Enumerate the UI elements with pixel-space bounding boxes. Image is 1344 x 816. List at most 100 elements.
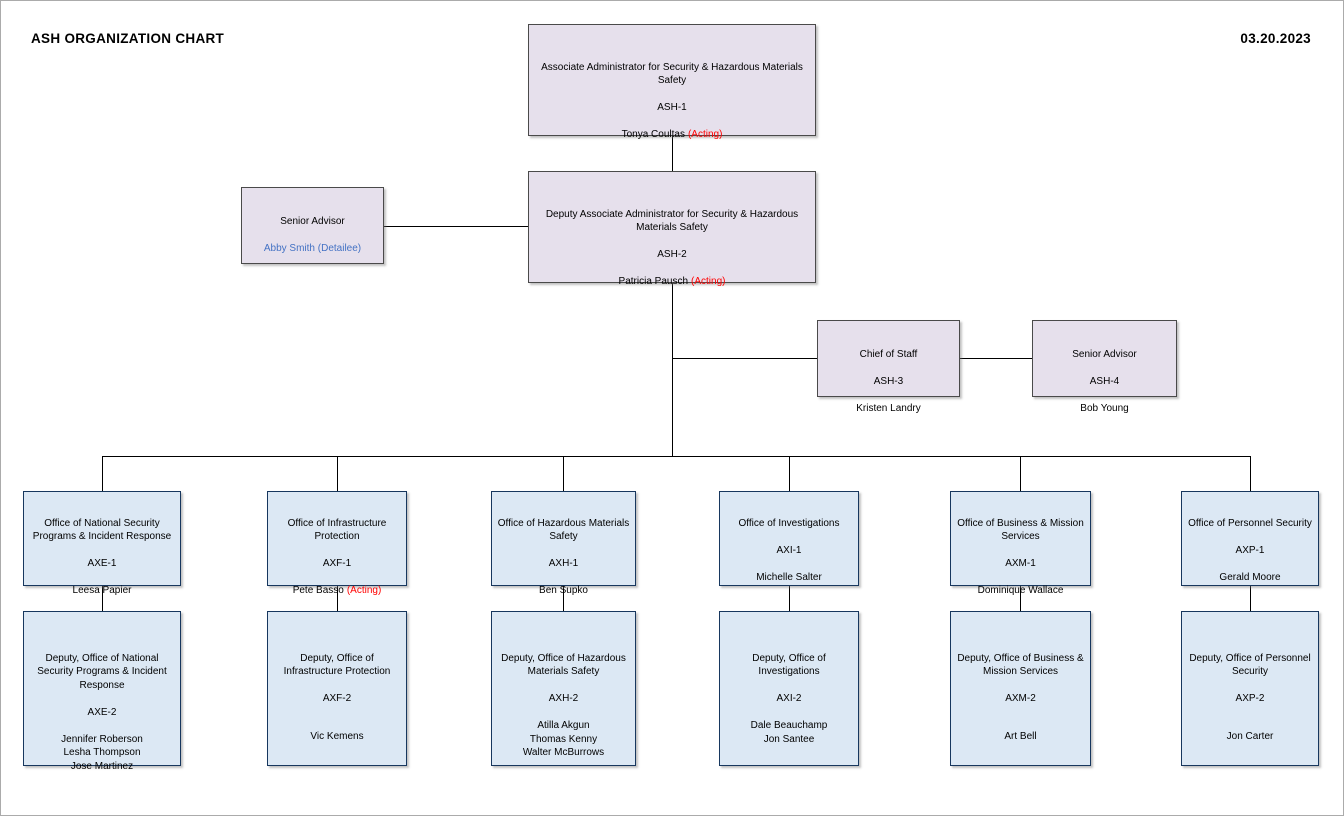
node-title-text: Deputy, Office of Business & Mission Ser…: [957, 652, 1084, 678]
connector-line: [102, 456, 1250, 457]
node-people: Leesa Papier: [28, 584, 176, 598]
connector-line: [672, 358, 817, 359]
node-people: Dale Beauchamp Jon Santee: [724, 719, 854, 746]
person-name: Leesa Papier: [72, 585, 132, 596]
node-code: AXE-1: [87, 558, 117, 569]
node-title: Senior Advisor ASH-4: [1038, 334, 1171, 402]
node-axf-1: Office of Infrastructure Protection AXF-…: [267, 491, 407, 596]
node-title: Deputy, Office of Investigations AXI-2: [724, 638, 854, 719]
connector-line: [1250, 456, 1251, 491]
person-name: Dale Beauchamp Jon Santee: [750, 720, 828, 745]
node-people: Bob Young: [1038, 402, 1171, 416]
person-name: Jon Carter: [1226, 730, 1274, 742]
connector-line: [960, 358, 1032, 359]
person-name: Michelle Salter: [756, 571, 822, 583]
node-title-text: Deputy, Office of Investigations: [752, 652, 826, 678]
node-title: Office of Personnel Security AXP-1: [1186, 503, 1314, 571]
node-ash-1: Associate Administrator for Security & H…: [528, 24, 816, 140]
node-axf-2: Deputy, Office of Infrastructure Protect…: [267, 611, 407, 766]
node-title-text: Office of Hazardous Materials Safety: [497, 517, 630, 543]
connector-line: [384, 226, 528, 227]
node-people: Kristen Landry: [823, 402, 954, 416]
node-title-text: Deputy, Office of Infrastructure Protect…: [283, 652, 391, 678]
node-axe-2: Deputy, Office of National Security Prog…: [23, 611, 181, 772]
node-title: Office of Infrastructure Protection AXF-…: [272, 503, 402, 584]
node-axi-2: Deputy, Office of Investigations AXI-2 D…: [719, 611, 859, 766]
person-name: Atilla Akgun Thomas Kenny Walter McBurro…: [522, 720, 605, 758]
node-people: Vic Kemens: [272, 730, 402, 744]
node-code: AXM-1: [1005, 558, 1036, 569]
node-people: Pete Basso(Acting): [272, 584, 402, 598]
node-title-text: Office of Infrastructure Protection: [287, 517, 387, 543]
node-people: Abby Smith (Detailee): [247, 242, 378, 256]
node-code: AXI-1: [776, 544, 802, 556]
node-title: Office of National Security Programs & I…: [28, 503, 176, 584]
node-axh-2: Deputy, Office of Hazardous Materials Sa…: [491, 611, 636, 766]
connector-line: [672, 283, 673, 457]
node-code: AXM-2: [1005, 693, 1036, 704]
node-title: Deputy, Office of Hazardous Materials Sa…: [496, 638, 631, 719]
person-name: Gerald Moore: [1219, 571, 1281, 583]
node-axh-1: Office of Hazardous Materials Safety AXH…: [491, 491, 636, 596]
node-title: Associate Administrator for Security & H…: [539, 47, 805, 128]
node-title-text: Senior Advisor: [1072, 348, 1137, 360]
page-title: ASH ORGANIZATION CHART: [31, 31, 225, 46]
node-title-text: Deputy Associate Administrator for Secur…: [545, 208, 799, 234]
node-code: AXH-2: [548, 693, 579, 704]
connector-line: [789, 586, 790, 611]
person-name: Dominique Wallace: [977, 585, 1064, 596]
node-title-text: Deputy, Office of Personnel Security: [1189, 652, 1311, 678]
person-name: Abby Smith (Detailee): [263, 242, 362, 254]
node-title: Office of Investigations AXI-1: [724, 503, 854, 571]
node-code: AXP-1: [1235, 544, 1265, 556]
node-people: Tonya Coultas(Acting): [539, 128, 805, 142]
connector-line: [1020, 586, 1021, 611]
node-chief-of-staff: Chief of Staff ASH-3 Kristen Landry: [817, 320, 960, 414]
node-senior-advisor-ash-4: Senior Advisor ASH-4 Bob Young: [1032, 320, 1177, 414]
node-code: AXH-1: [548, 558, 579, 569]
person-name: Pete Basso: [292, 585, 344, 596]
node-title: Chief of Staff ASH-3: [823, 334, 954, 402]
node-title-text: Deputy, Office of Hazardous Materials Sa…: [501, 652, 626, 678]
node-title: Deputy, Office of Personnel Security AXP…: [1186, 638, 1314, 719]
node-axp-1: Office of Personnel Security AXP-1 Geral…: [1181, 491, 1319, 586]
node-title-text: Associate Administrator for Security & H…: [541, 61, 803, 87]
node-code: ASH-3: [873, 375, 904, 387]
node-title-text: Chief of Staff: [859, 348, 918, 360]
person-name: Art Bell: [1004, 730, 1037, 742]
node-axi-1: Office of Investigations AXI-1 Michelle …: [719, 491, 859, 586]
node-title: Senior Advisor: [247, 201, 378, 242]
connector-line: [1020, 456, 1021, 491]
person-name: Tonya Coultas: [621, 129, 685, 140]
node-code: AXF-1: [322, 558, 352, 569]
node-axm-2: Deputy, Office of Business & Mission Ser…: [950, 611, 1091, 766]
person-name: Vic Kemens: [310, 730, 364, 742]
connector-line: [563, 586, 564, 611]
connector-line: [672, 136, 673, 172]
node-people: Ben Supko: [496, 584, 631, 598]
node-senior-advisor: Senior Advisor Abby Smith (Detailee): [241, 187, 384, 264]
acting-label: (Acting): [687, 129, 723, 140]
node-people: Michelle Salter: [724, 571, 854, 585]
node-title: Deputy, Office of National Security Prog…: [28, 638, 176, 733]
connector-line: [337, 586, 338, 611]
node-code: AXF-2: [322, 693, 352, 704]
node-axm-1: Office of Business & Mission Services AX…: [950, 491, 1091, 596]
node-title: Deputy Associate Administrator for Secur…: [539, 194, 805, 275]
node-code: ASH-2: [657, 249, 687, 260]
node-axp-2: Deputy, Office of Personnel Security AXP…: [1181, 611, 1319, 766]
person-name: Bob Young: [1080, 402, 1129, 414]
node-title-text: Office of Business & Mission Services: [957, 517, 1084, 543]
node-title: Deputy, Office of Business & Mission Ser…: [955, 638, 1086, 719]
person-name: Jennifer Roberson Lesha Thompson Jose Ma…: [61, 733, 143, 772]
node-people: Art Bell: [955, 730, 1086, 744]
node-people: Jennifer Roberson Lesha Thompson Jose Ma…: [28, 733, 176, 774]
connector-line: [1250, 586, 1251, 611]
acting-label: (Acting): [346, 585, 382, 596]
connector-line: [337, 456, 338, 491]
node-title: Office of Business & Mission Services AX…: [955, 503, 1086, 584]
node-people: Gerald Moore: [1186, 571, 1314, 585]
connector-line: [563, 456, 564, 491]
node-code: ASH-1: [657, 102, 687, 113]
